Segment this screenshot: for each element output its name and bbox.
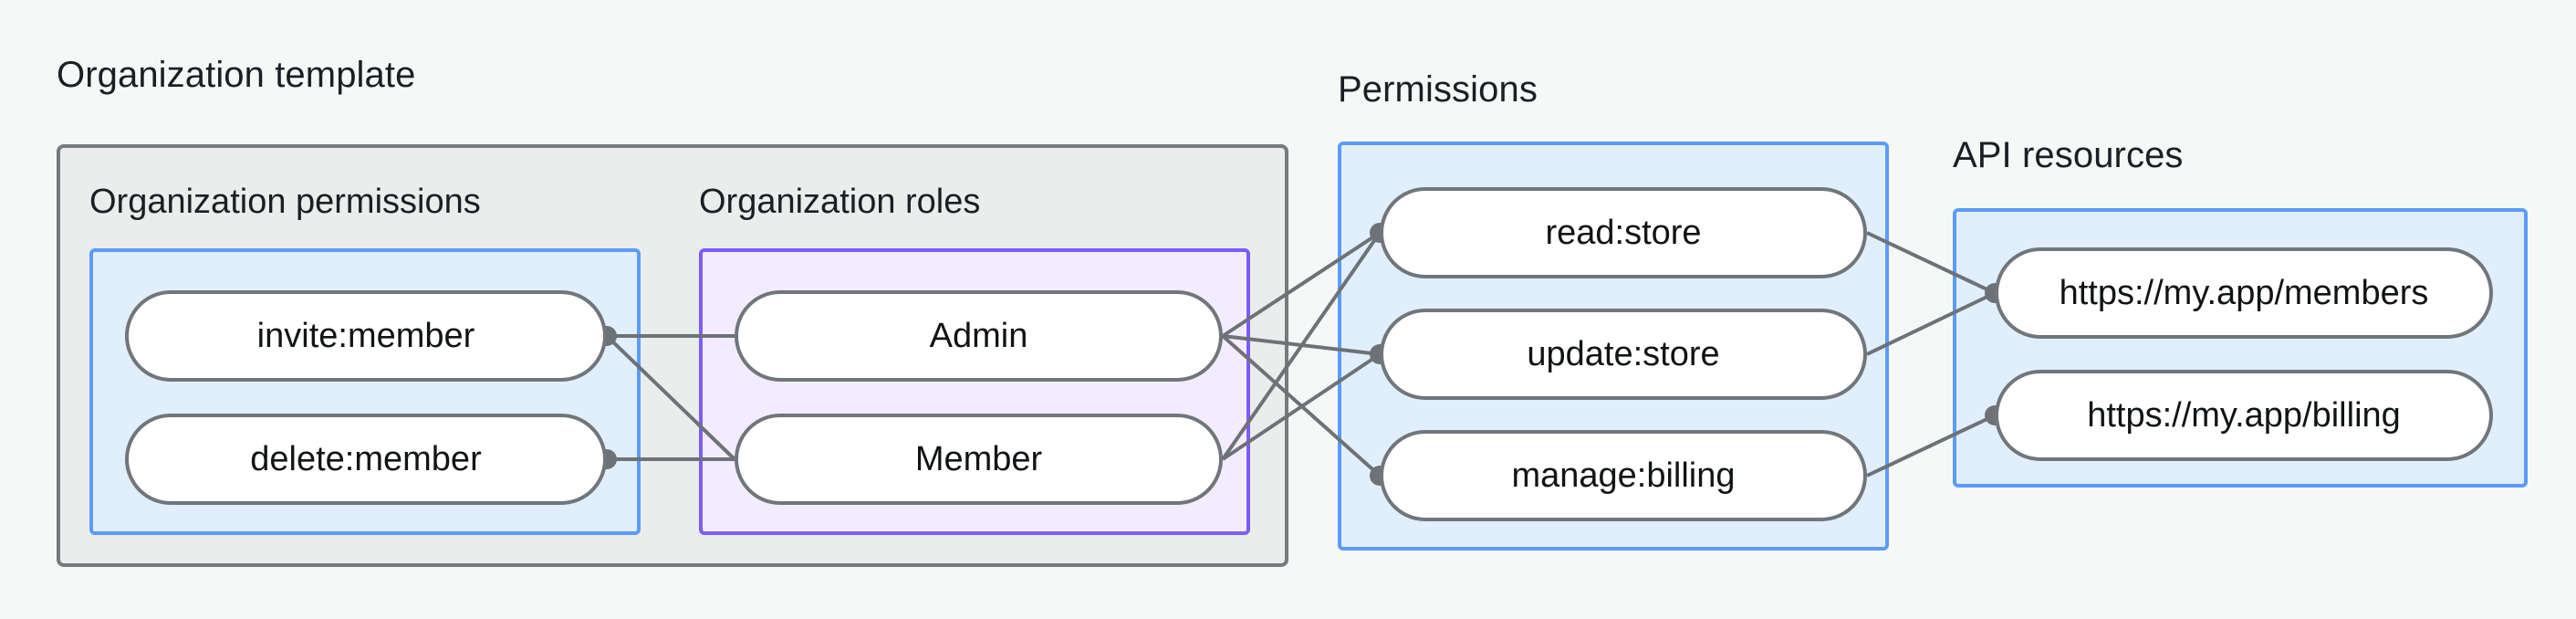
node-members-url[interactable]: https://my.app/members [1995,247,2493,339]
node-read-store[interactable]: read:store [1380,187,1867,278]
organization-roles-title: Organization roles [699,183,981,221]
node-update-store[interactable]: update:store [1380,309,1867,400]
organization-permissions-title: Organization permissions [89,183,481,221]
organization-template-title: Organization template [57,55,416,95]
node-member[interactable]: Member [735,414,1223,505]
node-manage-billing[interactable]: manage:billing [1380,430,1867,521]
node-billing-url[interactable]: https://my.app/billing [1995,370,2493,461]
node-delete-member[interactable]: delete:member [125,414,607,505]
node-admin[interactable]: Admin [735,290,1223,382]
permissions-title: Permissions [1338,69,1538,110]
node-invite-member[interactable]: invite:member [125,290,607,382]
api-resources-title: API resources [1953,135,2184,175]
